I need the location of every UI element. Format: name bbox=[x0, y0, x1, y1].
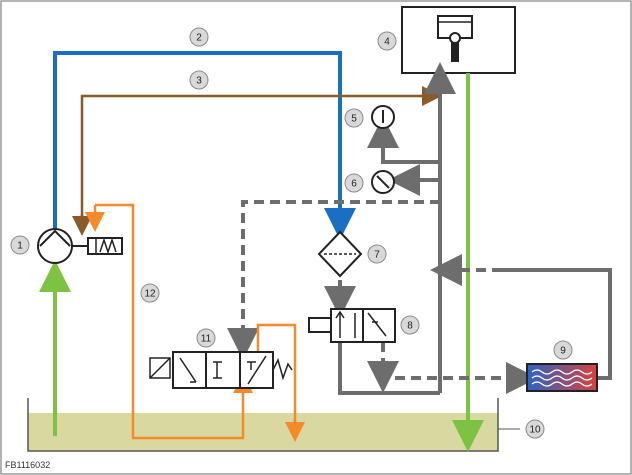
main-gallery bbox=[338, 82, 442, 395]
callout-label: 8 bbox=[407, 321, 413, 332]
callout-label: 6 bbox=[351, 179, 357, 190]
control-line bbox=[80, 94, 435, 226]
figure-code: FB1116032 bbox=[5, 460, 50, 470]
piston-icon bbox=[437, 15, 473, 62]
callout-11: 11 bbox=[196, 328, 216, 348]
callout-2: 2 bbox=[189, 27, 209, 47]
callout-9: 9 bbox=[553, 340, 573, 360]
callout-12: 12 bbox=[140, 283, 160, 303]
callout-label: 12 bbox=[144, 289, 156, 300]
pump-icon bbox=[37, 228, 123, 264]
callout-10: 10 bbox=[525, 419, 545, 439]
callout-label: 1 bbox=[17, 241, 23, 252]
pilot-line bbox=[241, 200, 440, 342]
callout-label: 9 bbox=[560, 346, 566, 357]
pressure-gauge-icon bbox=[371, 105, 395, 129]
callout-3: 3 bbox=[189, 70, 209, 90]
callout-1: 1 bbox=[10, 235, 30, 255]
regulation-line bbox=[95, 203, 245, 440]
cooler-return-line bbox=[502, 268, 612, 380]
filter-icon bbox=[317, 230, 363, 278]
valve-icon bbox=[308, 308, 396, 343]
callout-6: 6 bbox=[344, 173, 364, 193]
callout-7: 7 bbox=[367, 244, 387, 264]
callout-label: 2 bbox=[196, 33, 202, 44]
cooler-icon bbox=[526, 363, 598, 392]
control-valve-icon bbox=[149, 351, 293, 389]
callout-label: 3 bbox=[196, 76, 202, 87]
callout-8: 8 bbox=[400, 315, 420, 335]
engine-block bbox=[401, 6, 516, 74]
callout-label: 11 bbox=[201, 334, 212, 345]
pressure-line bbox=[53, 51, 356, 240]
callout-label: 5 bbox=[351, 114, 357, 125]
callout-4: 4 bbox=[377, 31, 397, 51]
callout-label: 4 bbox=[384, 37, 390, 48]
pressure-switch-icon bbox=[371, 170, 395, 194]
oil-sump bbox=[27, 398, 499, 452]
callout-5: 5 bbox=[344, 108, 364, 128]
callout-label: 7 bbox=[374, 250, 380, 261]
callout-label: 10 bbox=[529, 425, 541, 436]
